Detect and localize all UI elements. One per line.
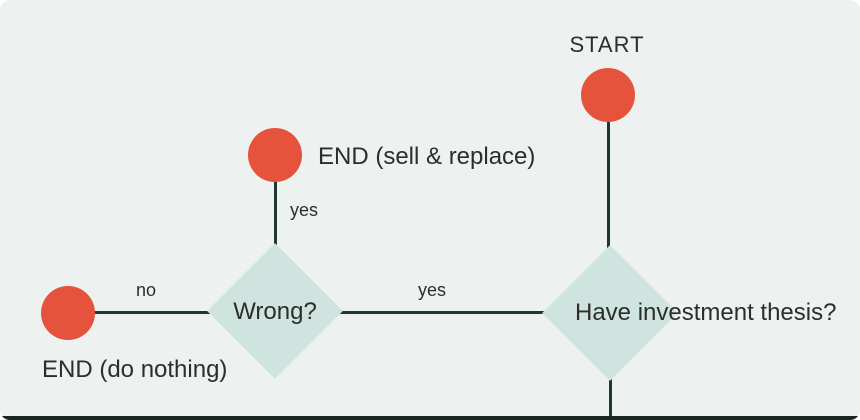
bottom-edge-bar [0, 416, 860, 420]
wrong-node-label: Wrong? [233, 298, 317, 325]
edge-label-wrong-no: no [135, 280, 157, 300]
edge-label-have-thesis-yes: yes [418, 280, 447, 300]
edge-start-to-have-thesis [607, 95, 610, 313]
end-sell-replace-node-circle [248, 128, 302, 182]
start-node-label: START [569, 32, 645, 57]
edge-wrong-to-end-sell-replace [274, 150, 277, 280]
edge-have-thesis-to-wrong [280, 311, 610, 314]
end-sell-replace-node-label: END (sell & replace) [318, 143, 536, 170]
start-node-circle [581, 68, 635, 122]
edge-wrong-to-end-do-nothing [60, 311, 220, 314]
end-do-nothing-node-label: END (do nothing) [42, 356, 228, 383]
have-thesis-node-label: Have investment thesis? [575, 299, 837, 326]
end-do-nothing-node-circle [41, 286, 95, 340]
edge-label-wrong-yes: yes [290, 200, 319, 220]
